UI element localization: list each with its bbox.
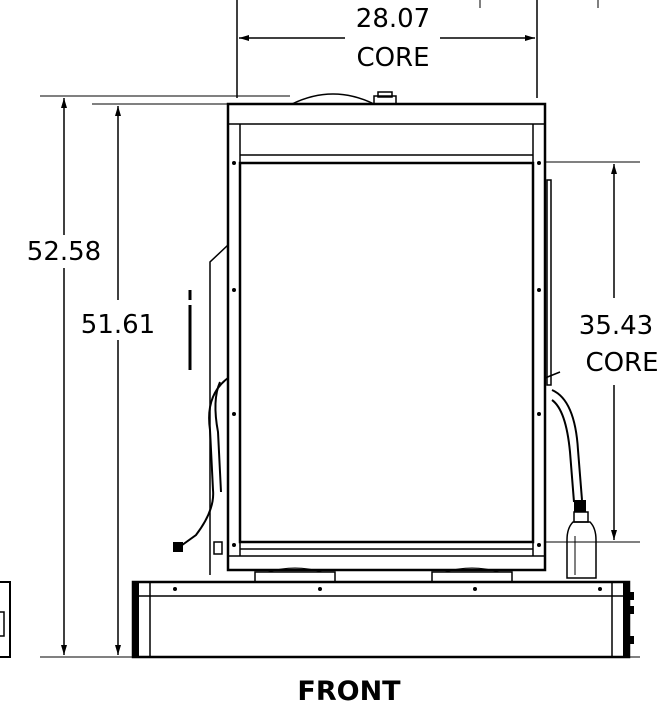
right-hose-inner	[551, 399, 575, 503]
filler-cap-dome	[291, 93, 375, 105]
left-hose	[177, 377, 229, 549]
side-mount-strip	[546, 179, 552, 386]
hose-clamp	[574, 500, 586, 512]
core-width-dimension: 28.07 CORE	[236, 0, 599, 98]
core-height-value: 35.43	[579, 311, 653, 341]
skid-end-plate	[623, 583, 628, 656]
overall-height-dimension: 52.58	[27, 95, 640, 658]
skid-fitting	[628, 606, 634, 614]
filler-cap-top	[377, 91, 393, 98]
drain-fitting	[213, 541, 223, 555]
core-height-dimension: 35.43 CORE	[545, 161, 659, 543]
frame-height-dimension: 51.61	[81, 103, 228, 655]
side-component-detail	[0, 611, 5, 637]
radiator-core	[238, 161, 535, 544]
side-component-outline	[0, 581, 11, 658]
hose-clamp	[173, 542, 183, 552]
core-width-value: 28.07	[356, 4, 430, 34]
skid-end-plate	[134, 583, 139, 656]
frame-height-value: 51.61	[81, 310, 155, 340]
view-title: FRONT	[297, 676, 401, 707]
frame-bolts	[232, 161, 541, 547]
core-height-label: CORE	[585, 348, 658, 378]
overall-height-value: 52.58	[27, 237, 101, 267]
right-hose	[551, 389, 583, 501]
left-hose-inner	[214, 381, 222, 493]
skid-fitting	[628, 592, 634, 600]
skid-fitting	[628, 636, 634, 644]
partial-side-component	[0, 581, 11, 658]
overflow-bottle	[566, 511, 597, 579]
radiator-frame	[226, 102, 547, 572]
skid-frame	[131, 580, 631, 659]
skid-bolts	[173, 587, 602, 591]
skid-base	[131, 580, 634, 659]
core-width-label: CORE	[356, 43, 429, 73]
side-bracket	[544, 371, 561, 379]
left-shroud-panel	[209, 244, 229, 575]
radiator-unit	[173, 91, 597, 583]
